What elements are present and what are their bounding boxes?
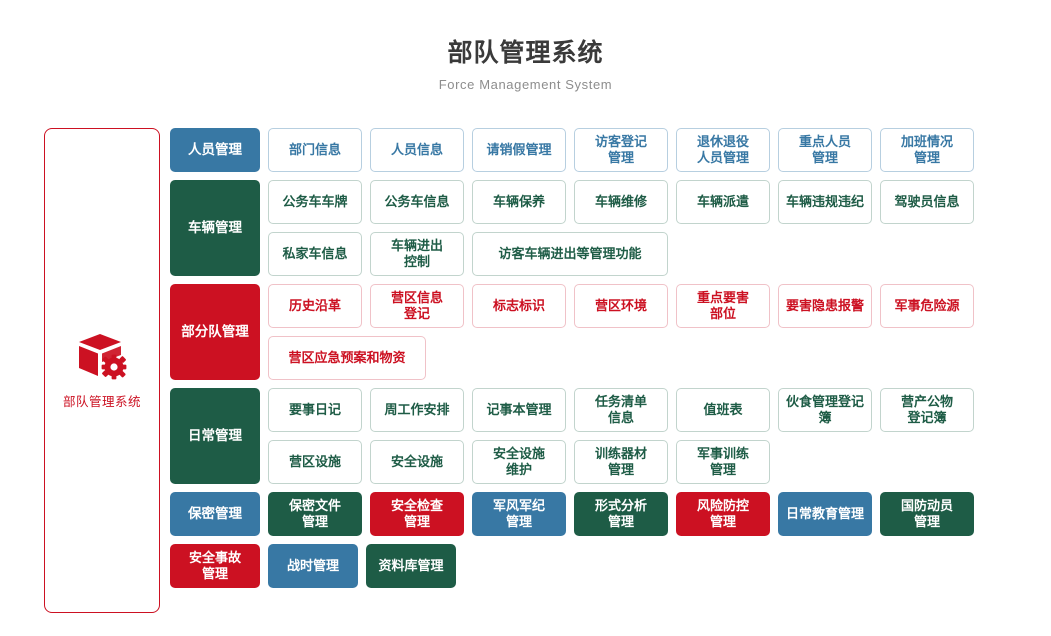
box-gear-icon [74,331,130,383]
category-button[interactable]: 车辆管理 [170,180,260,276]
module-item[interactable]: 营区设施 [268,440,362,484]
sidebar-system-card[interactable]: 部队管理系统 [44,128,160,613]
module-item[interactable]: 安全事故管理 [170,544,260,588]
module-item[interactable]: 公务车车牌 [268,180,362,224]
module-item[interactable]: 车辆保养 [472,180,566,224]
page-subtitle: Force Management System [438,77,613,92]
module-item[interactable]: 国防动员管理 [880,492,974,536]
module-item[interactable]: 请销假管理 [472,128,566,172]
module-item[interactable]: 任务清单信息 [574,388,668,432]
module-subrow: 公务车车牌公务车信息车辆保养车辆维修车辆派遣车辆违规违纪驾驶员信息 [268,180,982,224]
category-button[interactable]: 保密管理 [170,492,260,536]
category-button[interactable]: 日常管理 [170,388,260,484]
module-item[interactable]: 军事危险源 [880,284,974,328]
module-item-group: 要事日记周工作安排记事本管理任务清单信息值班表伙食管理登记簿营产公物登记簿营区设… [268,388,982,484]
module-item[interactable]: 日常教育管理 [778,492,872,536]
module-item[interactable]: 值班表 [676,388,770,432]
module-item[interactable]: 车辆进出控制 [370,232,464,276]
module-item[interactable]: 标志标识 [472,284,566,328]
module-item[interactable]: 访客登记管理 [574,128,668,172]
module-row: 车辆管理公务车车牌公务车信息车辆保养车辆维修车辆派遣车辆违规违纪驾驶员信息私家车… [170,180,982,276]
module-item[interactable]: 保密文件管理 [268,492,362,536]
module-item[interactable]: 伙食管理登记簿 [778,388,872,432]
module-item-group: 保密文件管理安全检查管理军风军纪管理形式分析管理风险防控管理日常教育管理国防动员… [268,492,982,536]
module-item[interactable]: 公务车信息 [370,180,464,224]
module-item[interactable]: 安全检查管理 [370,492,464,536]
module-item[interactable]: 记事本管理 [472,388,566,432]
module-item[interactable]: 人员信息 [370,128,464,172]
module-item[interactable]: 要事日记 [268,388,362,432]
module-item[interactable]: 车辆维修 [574,180,668,224]
module-item[interactable]: 驾驶员信息 [880,180,974,224]
module-item[interactable]: 车辆违规违纪 [778,180,872,224]
module-item-group: 公务车车牌公务车信息车辆保养车辆维修车辆派遣车辆违规违纪驾驶员信息私家车信息车辆… [268,180,982,276]
module-row: 部分队管理历史沿革营区信息登记标志标识营区环境重点要害部位要害隐患报警军事危险源… [170,284,982,380]
module-item[interactable]: 访客车辆进出等管理功能 [472,232,668,276]
module-item[interactable]: 私家车信息 [268,232,362,276]
module-item[interactable]: 营区环境 [574,284,668,328]
module-item[interactable]: 部门信息 [268,128,362,172]
module-item[interactable]: 历史沿革 [268,284,362,328]
module-item[interactable]: 军风军纪管理 [472,492,566,536]
module-item[interactable]: 安全设施 [370,440,464,484]
module-item[interactable]: 周工作安排 [370,388,464,432]
sidebar-label: 部队管理系统 [62,395,141,409]
module-item[interactable]: 形式分析管理 [574,492,668,536]
module-item[interactable]: 军事训练管理 [676,440,770,484]
page-header: 部队管理系统 Force Management System [0,0,1051,92]
module-row: 日常管理要事日记周工作安排记事本管理任务清单信息值班表伙食管理登记簿营产公物登记… [170,388,982,484]
module-item[interactable]: 营区信息登记 [370,284,464,328]
module-subrow: 历史沿革营区信息登记标志标识营区环境重点要害部位要害隐患报警军事危险源 [268,284,982,328]
module-item[interactable]: 重点要害部位 [676,284,770,328]
module-subrow: 私家车信息车辆进出控制访客车辆进出等管理功能 [268,232,982,276]
category-button[interactable]: 部分队管理 [170,284,260,380]
module-item[interactable]: 安全设施维护 [472,440,566,484]
module-item[interactable]: 战时管理 [268,544,358,588]
module-item[interactable]: 加班情况管理 [880,128,974,172]
module-subrow: 安全事故管理战时管理资料库管理 [170,544,464,588]
module-item[interactable]: 营区应急预案和物资 [268,336,426,380]
module-subrow: 部门信息人员信息请销假管理访客登记管理退休退役人员管理重点人员管理加班情况管理 [268,128,982,172]
module-row-footer: 安全事故管理战时管理资料库管理 [170,544,982,588]
category-button[interactable]: 人员管理 [170,128,260,172]
page-title: 部队管理系统 [447,39,604,67]
module-item[interactable]: 训练器材管理 [574,440,668,484]
module-item[interactable]: 风险防控管理 [676,492,770,536]
module-subrow: 保密文件管理安全检查管理军风军纪管理形式分析管理风险防控管理日常教育管理国防动员… [268,492,982,536]
module-subrow: 要事日记周工作安排记事本管理任务清单信息值班表伙食管理登记簿营产公物登记簿 [268,388,982,432]
module-item-group: 历史沿革营区信息登记标志标识营区环境重点要害部位要害隐患报警军事危险源营区应急预… [268,284,982,380]
module-item[interactable]: 营产公物登记簿 [880,388,974,432]
module-item[interactable]: 资料库管理 [366,544,456,588]
module-item[interactable]: 要害隐患报警 [778,284,872,328]
module-item[interactable]: 车辆派遣 [676,180,770,224]
module-item[interactable]: 重点人员管理 [778,128,872,172]
module-item[interactable]: 退休退役人员管理 [676,128,770,172]
module-row: 保密管理保密文件管理安全检查管理军风军纪管理形式分析管理风险防控管理日常教育管理… [170,492,982,536]
module-item-group: 部门信息人员信息请销假管理访客登记管理退休退役人员管理重点人员管理加班情况管理 [268,128,982,172]
module-subrow: 营区设施安全设施安全设施维护训练器材管理军事训练管理 [268,440,982,484]
content-area: 部队管理系统 人员管理部门信息人员信息请销假管理访客登记管理退休退役人员管理重点… [0,128,1051,613]
module-grid: 人员管理部门信息人员信息请销假管理访客登记管理退休退役人员管理重点人员管理加班情… [170,128,982,596]
module-row: 人员管理部门信息人员信息请销假管理访客登记管理退休退役人员管理重点人员管理加班情… [170,128,982,172]
module-subrow: 营区应急预案和物资 [268,336,982,380]
